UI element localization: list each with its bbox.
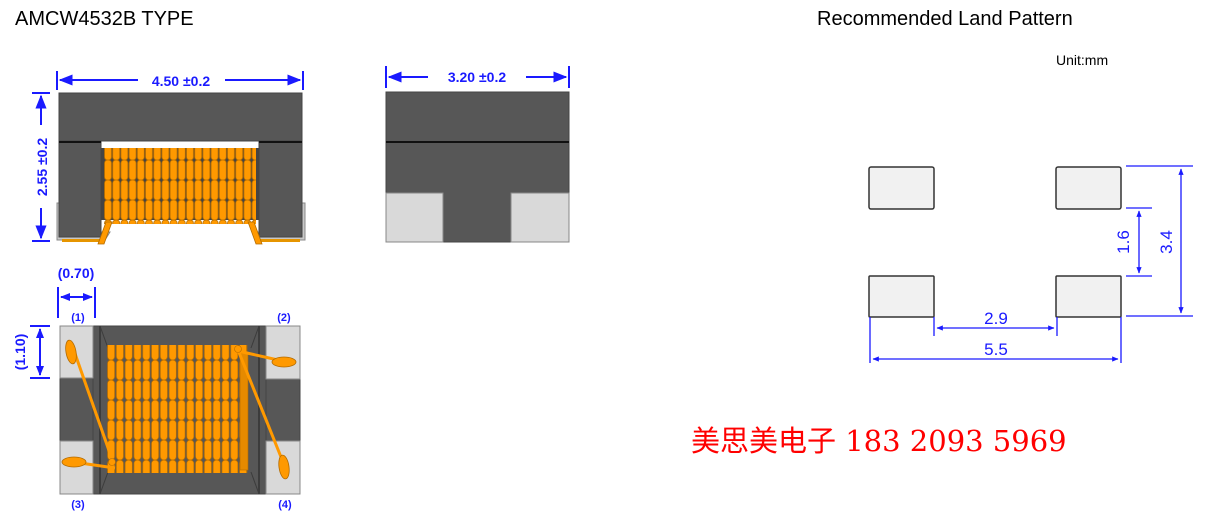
end-terminal-right <box>510 192 570 243</box>
outer-span-value: 5.5 <box>984 340 1008 359</box>
terminal-width-value: (0.70) <box>58 265 95 281</box>
inner-height-value: 1.6 <box>1114 230 1133 254</box>
pin-4-label: (4) <box>278 499 292 511</box>
height-dimension: 2.55 ±0.2 <box>32 92 50 242</box>
terminal-4 <box>265 440 301 495</box>
terminal-1 <box>59 325 94 379</box>
terminal-3 <box>59 440 94 495</box>
pad-bottom-left <box>868 275 935 318</box>
contact-text: 美思美电子 183 2093 5969 <box>691 424 1067 458</box>
pin-3-label: (3) <box>71 499 85 511</box>
length-value: 4.50 ±0.2 <box>152 73 210 89</box>
terminal-2 <box>265 325 301 380</box>
terminal-length-dimension: (1.10) <box>12 325 50 379</box>
width-value: 3.20 ±0.2 <box>448 69 506 85</box>
pin-2-label: (2) <box>277 312 291 324</box>
width-dimension: 3.20 ±0.2 <box>385 66 570 88</box>
side-view <box>56 92 306 245</box>
terminal-width-dimension: (0.70) <box>57 265 96 318</box>
top-view <box>59 325 301 495</box>
pin-1-label: (1) <box>71 312 85 324</box>
unit-label: Unit:mm <box>1056 52 1109 68</box>
height-value: 2.55 ±0.2 <box>34 138 50 196</box>
inner-gap-value: 2.9 <box>984 309 1008 328</box>
pad-bottom-right <box>1055 275 1122 318</box>
length-dimension: 4.50 ±0.2 <box>56 71 304 90</box>
terminal-length-value: (1.10) <box>12 334 28 371</box>
land-pattern-title: Recommended Land Pattern <box>817 8 1073 30</box>
end-view <box>385 91 570 243</box>
part-type-title: AMCW4532B TYPE <box>15 8 194 30</box>
end-terminal-left <box>385 192 444 243</box>
land-pattern: 2.9 5.5 1.6 3.4 <box>868 165 1193 363</box>
outer-height-value: 3.4 <box>1157 230 1176 254</box>
pad-top-right <box>1055 166 1122 210</box>
pad-top-left <box>868 166 935 210</box>
